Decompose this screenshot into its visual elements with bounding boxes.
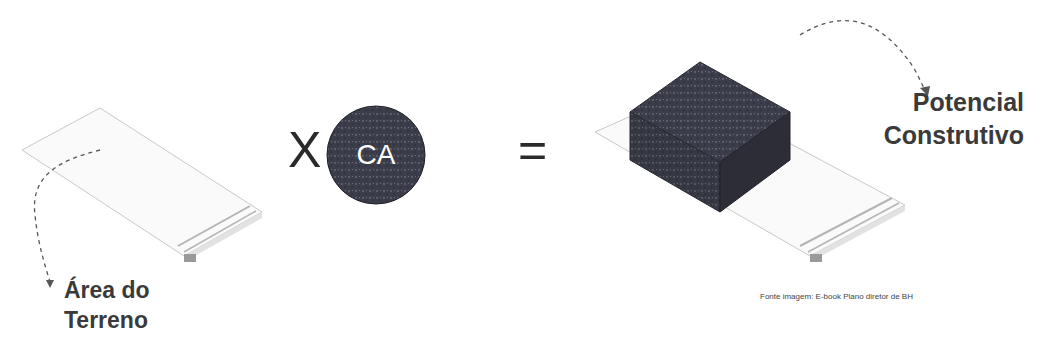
land-plot	[22, 108, 262, 288]
source-note: Fonte imagem: E-book Plano diretor de BH	[760, 292, 913, 302]
multiply-sign: X	[288, 118, 321, 183]
circle-text: CA	[357, 139, 396, 171]
building-illustration	[595, 21, 930, 262]
equals-sign: =	[518, 118, 547, 183]
potential-label: Potencial Construtivo	[824, 86, 1024, 151]
coefficient-circle: CA	[326, 105, 426, 205]
plot-area-label: Área do Terreno	[64, 276, 234, 336]
